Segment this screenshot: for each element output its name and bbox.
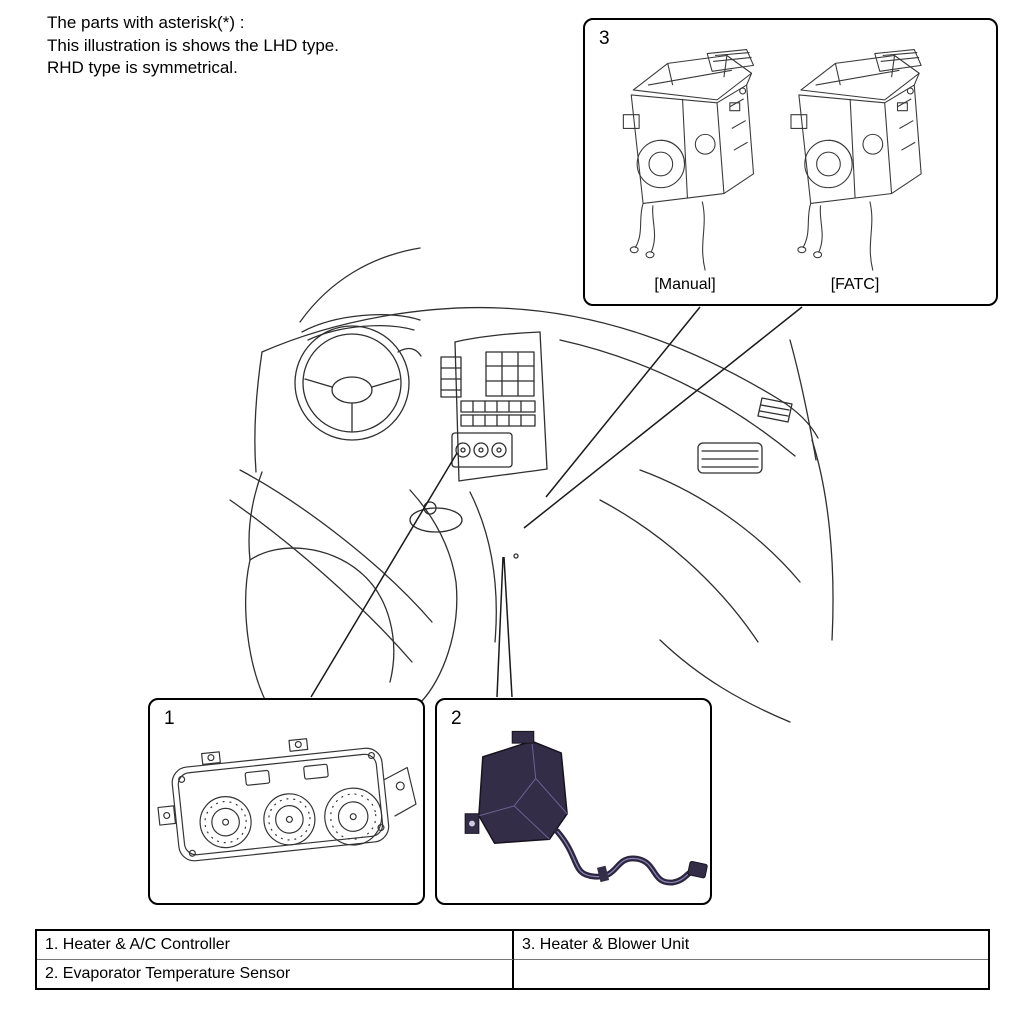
callout-box-3: 3 [Manual] [FATC]	[583, 18, 998, 306]
callout-number-1: 1	[164, 708, 175, 729]
leader-lines	[310, 306, 803, 698]
dashboard-sketch	[229, 247, 834, 723]
caption-manual: [Manual]	[654, 276, 716, 293]
fatc-unit-sketch	[790, 49, 922, 272]
legend-table: 1. Heater & A/C Controller 3. Heater & B…	[35, 929, 990, 990]
legend-cell-2: 2. Evaporator Temperature Sensor	[37, 959, 514, 988]
note: The parts with asterisk(*) : This illust…	[47, 12, 339, 80]
caption-fatc: [FATC]	[830, 276, 880, 293]
manual-unit-sketch	[622, 49, 755, 272]
legend-cell-3: 3. Heater & Blower Unit	[522, 936, 690, 953]
note-line-3: RHD type is symmetrical.	[47, 58, 238, 77]
callout-number-3: 3	[599, 28, 610, 49]
heater-ac-controller-illustration	[157, 738, 417, 862]
callout-box-2: 2	[435, 698, 712, 905]
legend-cell-empty	[514, 959, 988, 988]
callout-box-1: 1	[148, 698, 425, 905]
callout-number-2: 2	[451, 708, 462, 729]
legend-cell-1: 1. Heater & A/C Controller	[37, 931, 514, 959]
evaporator-temp-sensor-illustration	[464, 730, 708, 886]
note-line-1: The parts with asterisk(*) :	[47, 13, 245, 32]
heater-blower-units-illustration	[622, 49, 922, 272]
note-line-2: This illustration is shows the LHD type.	[47, 35, 339, 55]
